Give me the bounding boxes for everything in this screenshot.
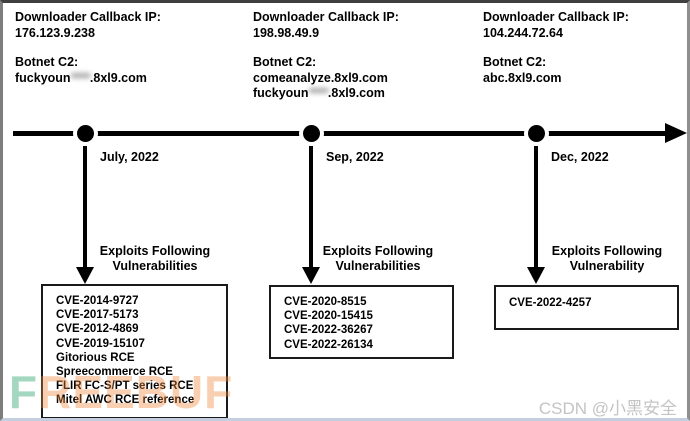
botnet-c2-domain: fuckyoun*****.8xl9.com (15, 71, 161, 87)
timeline-arrow-icon (665, 123, 687, 143)
botnet-c2-label: Botnet C2: (253, 55, 317, 69)
info-block-july: Downloader Callback IP: 176.123.9.238 Bo… (15, 10, 161, 86)
cve-item: Spreecommerce RCE (56, 366, 173, 379)
c2-domain-prefix: comeanalyze (253, 70, 331, 85)
info-block-sep: Downloader Callback IP: 198.98.49.9 Botn… (253, 10, 399, 102)
c2-domain-prefix: fuckyoun (15, 70, 71, 85)
botnet-c2-label: Botnet C2: (15, 55, 79, 69)
exploits-label-line2: Vulnerability (569, 259, 645, 273)
spacer (483, 41, 629, 55)
timeline-axis (13, 131, 669, 136)
cve-item: CVE-2012-4869 (56, 323, 139, 336)
down-arrow-icon (76, 267, 94, 284)
callback-ip-label: Downloader Callback IP: (15, 10, 161, 24)
cve-box-sep: CVE-2020-8515 CVE-2020-15415 CVE-2022-36… (269, 285, 454, 359)
down-arrow-line (83, 146, 87, 268)
callback-ip-label: Downloader Callback IP: (253, 10, 399, 24)
spacer (253, 41, 399, 55)
c2-domain-redacted: ***** (308, 86, 329, 100)
callback-ip-value: 176.123.9.238 (15, 25, 95, 40)
timeline-dot-dec (528, 125, 545, 142)
down-arrow-icon (527, 267, 545, 284)
botnet-c2-label: Botnet C2: (483, 55, 547, 69)
c2-domain-prefix: abc (483, 70, 505, 85)
exploits-label-july: Exploits Following Vulnerabilities (88, 244, 222, 274)
cve-item: CVE-2022-36267 (284, 324, 373, 337)
c2-domain-suffix: .8xl9.com (330, 70, 388, 85)
botnet-c2-domain: fuckyoun*****.8xl9.com (253, 86, 399, 102)
c2-domain-suffix: .8xl9.com (89, 70, 147, 85)
c2-domain-prefix: fuckyoun (253, 86, 309, 100)
info-block-dec: Downloader Callback IP: 104.244.72.64 Bo… (483, 10, 629, 86)
callback-ip-value: 198.98.49.9 (253, 25, 320, 40)
cve-item: FLIR FC-S/PT series RCE (56, 380, 194, 393)
freebuf-watermark-icon: F (9, 366, 39, 418)
exploits-label-sep: Exploits Following Vulnerabilities (311, 244, 445, 274)
c2-domain-suffix: .8xl9.com (504, 70, 562, 85)
cve-item: CVE-2019-15107 (56, 337, 145, 350)
cve-item: CVE-2014-9727 (56, 295, 139, 307)
exploits-label-dec: Exploits Following Vulnerability (540, 244, 674, 274)
c2-domain-redacted: ***** (70, 70, 91, 85)
date-label-july: July, 2022 (100, 150, 159, 164)
cve-item: CVE-2020-8515 (284, 296, 367, 308)
cve-box-july: CVE-2014-9727 CVE-2017-5173 CVE-2012-486… (41, 284, 228, 418)
csdn-watermark: CSDN @小黑安全 (538, 399, 677, 418)
down-arrow-line (534, 146, 538, 268)
down-arrow-line (309, 146, 313, 268)
exploits-label-line1: Exploits Following (551, 244, 663, 258)
spacer (15, 41, 161, 55)
timeline-dot-july (77, 125, 94, 142)
cve-box-dec: CVE-2022-4257 (494, 285, 679, 330)
cve-item: CVE-2020-15415 (284, 310, 373, 323)
date-label-dec: Dec, 2022 (551, 150, 609, 164)
cve-item: CVE-2022-4257 (509, 297, 592, 309)
exploits-label-line2: Vulnerabilities (112, 259, 198, 273)
exploits-label-line1: Exploits Following (99, 244, 211, 258)
botnet-c2-domain: comeanalyze.8xl9.com (253, 71, 399, 87)
exploits-label-line1: Exploits Following (322, 244, 434, 258)
cve-item: CVE-2022-26134 (284, 338, 373, 351)
down-arrow-icon (302, 267, 320, 284)
timeline-dot-sep (303, 125, 320, 142)
botnet-c2-domain: abc.8xl9.com (483, 71, 629, 87)
cve-item: Mitel AWC RCE reference (56, 394, 195, 407)
cve-item: Gitorious RCE (56, 351, 135, 364)
callback-ip-value: 104.244.72.64 (483, 25, 563, 40)
c2-domain-suffix: .8xl9.com (327, 86, 385, 100)
date-label-sep: Sep, 2022 (326, 150, 384, 164)
cve-item: CVE-2017-5173 (56, 309, 139, 322)
exploits-label-line2: Vulnerabilities (335, 259, 421, 273)
callback-ip-label: Downloader Callback IP: (483, 10, 629, 24)
